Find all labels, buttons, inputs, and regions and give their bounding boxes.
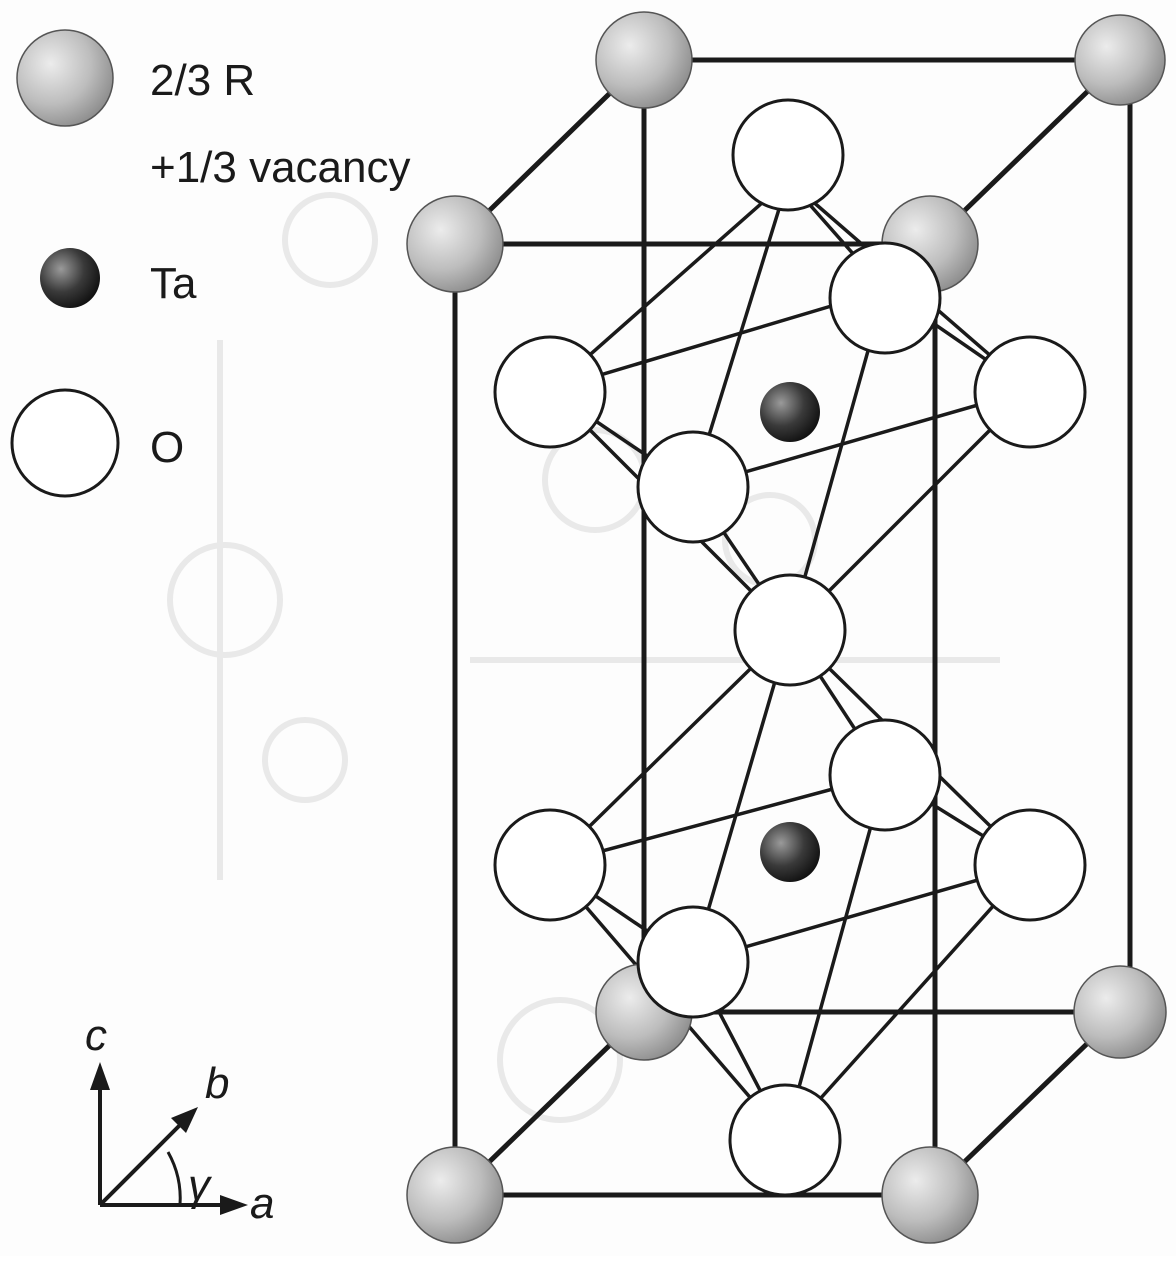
legend-r-site-label-line1: 2/3 R <box>150 56 255 105</box>
oxygen-atom <box>828 718 942 832</box>
oxygen-atoms <box>493 98 1087 1197</box>
r-site-atom <box>595 11 693 109</box>
ta-atom <box>760 382 820 442</box>
legend-ta-swatch <box>40 248 100 308</box>
oxygen-atom <box>636 905 750 1019</box>
legend-r-site-swatch <box>16 29 114 127</box>
oxygen-atom <box>973 335 1087 449</box>
angle-label-gamma: γ <box>188 1161 213 1210</box>
ta-atoms <box>760 382 820 882</box>
oxygen-atom <box>973 808 1087 922</box>
axis-label-a: a <box>250 1179 274 1228</box>
oxygen-atom <box>728 1083 842 1197</box>
oxygen-atom <box>636 430 750 544</box>
oxygen-atom <box>493 335 607 449</box>
axis-label-c: c <box>85 1011 107 1060</box>
r-site-atom <box>406 1146 504 1244</box>
axis-label-b: b <box>205 1059 229 1108</box>
legend-oxygen-swatch <box>10 388 120 498</box>
oxygen-atom <box>731 98 845 212</box>
ta-atom <box>760 822 820 882</box>
oxygen-atom <box>733 573 847 687</box>
oxygen-atom <box>493 808 607 922</box>
r-site-atoms-front <box>406 1146 979 1244</box>
axis-triad <box>90 1062 248 1215</box>
oxygen-atom <box>828 241 942 355</box>
legend: 2/3 R Ta +1/3 vacancy Ta O <box>10 29 411 498</box>
r-site-atom <box>406 195 504 293</box>
legend-r-site-label-vacancy: +1/3 vacancy <box>150 143 411 192</box>
legend-ta-label: Ta <box>150 259 197 308</box>
r-site-atom <box>1073 965 1167 1059</box>
r-site-atom <box>881 1146 979 1244</box>
r-site-atom <box>1074 14 1166 106</box>
legend-oxygen-label: O <box>150 423 184 472</box>
